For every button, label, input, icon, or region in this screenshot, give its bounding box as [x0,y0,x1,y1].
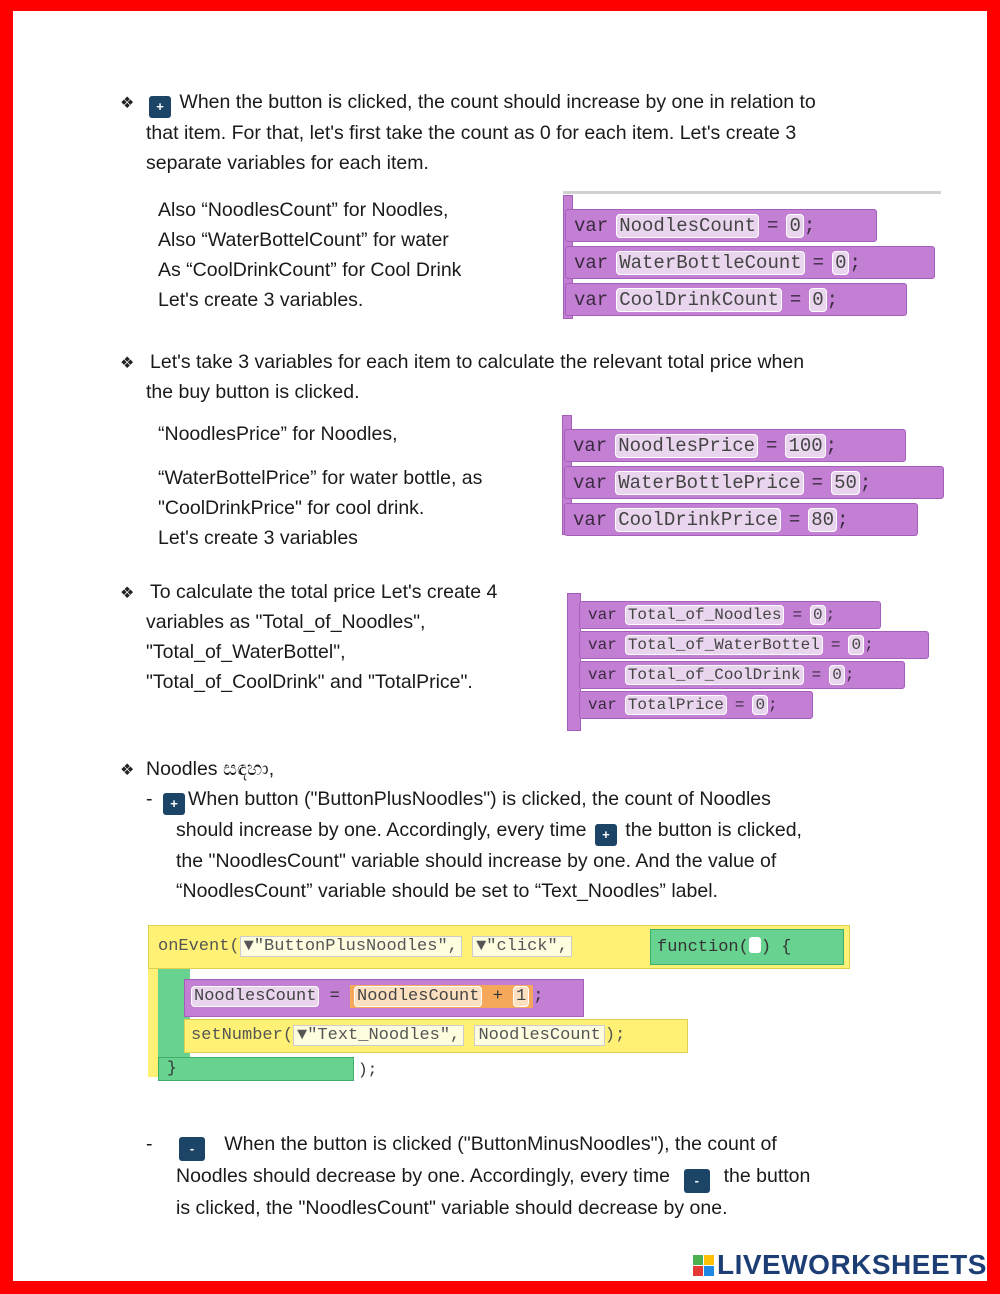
section3-text: To calculate the total price Let's creat… [146,577,497,697]
sub-line: Also “NoodlesCount” for Noodles, [158,199,449,221]
section3-line: "Total_of_WaterBottel", [146,641,346,663]
function-block: function() { [650,929,844,965]
bullet-icon: ❖ [120,355,135,372]
section1-line: separate variables for each item. [146,152,429,174]
minus-button-icon: - [179,1137,205,1161]
section1-subtext: Also “NoodlesCount” for Noodles, Also “W… [158,195,461,315]
dash-icon: - [146,1133,153,1155]
sub-line: Let's create 3 variables [158,527,358,549]
sub-line: Also “WaterBottelCount” for water [158,229,449,251]
onevent-close: ); [358,1061,378,1079]
plus-line: should increase by one. Accordingly, eve… [176,819,587,841]
minus-line: Noodles should decrease by one. Accordin… [176,1165,670,1187]
plus-noodles-text: +When button ("ButtonPlusNoodles") is cl… [160,784,802,906]
sub-line: As “CoolDrinkCount” for Cool Drink [158,259,462,281]
dash-icon: - [146,788,153,810]
minus-button-icon: - [683,1169,710,1193]
section1-line: that item. For that, let's first take th… [146,122,797,144]
minus-noodles-text: - When the button is clicked ("ButtonMin… [176,1129,810,1223]
plus-line: the "NoodlesCount" variable should incre… [176,850,777,872]
section1-text: + When the button is clicked, the count … [146,87,816,178]
assign-block: NoodlesCount = NoodlesCount + 1; [184,979,584,1017]
minus-line: When the button is clicked ("ButtonMinus… [224,1133,777,1155]
section3-line: variables as "Total_of_Noodles", [146,611,426,633]
plus-line: “NoodlesCount” variable should be set to… [176,880,718,902]
plus-line: the button is clicked, [625,819,802,841]
code-top-bar [563,191,941,194]
function-close-block: } [158,1057,354,1081]
section3-line: To calculate the total price Let's creat… [150,581,498,603]
section3-line: "Total_of_CoolDrink" and "TotalPrice". [146,671,473,693]
section2-line: the buy button is clicked. [146,381,360,403]
plus-line: When button ("ButtonPlusNoodles") is cli… [188,788,771,810]
liveworksheets-logo[interactable]: LIVEWORKSHEETS [717,1249,987,1280]
plus-button-icon: + [594,824,617,846]
sub-line: “WaterBottelPrice” for water bottle, as [158,467,483,489]
liveworksheets-logo-icon [693,1255,715,1277]
sub-line: Let's create 3 variables. [158,289,364,311]
section4-heading: Noodles සඳහා, [146,758,275,780]
minus-line: is clicked, the "NoodlesCount" variable … [176,1197,728,1219]
onevent-line: onEvent(▼"ButtonPlusNoodles", ▼"click", [158,936,572,957]
bullet-icon: ❖ [120,585,135,602]
plus-button-icon: + [149,96,171,118]
sub-line: "CoolDrinkPrice" for cool drink. [158,497,425,519]
section2-text: Let's take 3 variables for each item to … [146,347,804,407]
bullet-icon: ❖ [120,95,135,112]
section2-subtext: “NoodlesPrice” for Noodles, “WaterBottel… [158,419,482,553]
section2-line: Let's take 3 variables for each item to … [150,351,805,373]
sub-line: “NoodlesPrice” for Noodles, [158,423,398,445]
plus-button-icon: + [163,793,185,815]
bullet-icon: ❖ [120,762,135,779]
section1-line: When the button is clicked, the count sh… [179,91,816,113]
minus-line: the button [723,1165,811,1187]
onevent-code-block: onEvent(▼"ButtonPlusNoodles", ▼"click", … [148,925,856,1091]
setnumber-block: setNumber(▼"Text_Noodles", NoodlesCount)… [184,1019,688,1053]
